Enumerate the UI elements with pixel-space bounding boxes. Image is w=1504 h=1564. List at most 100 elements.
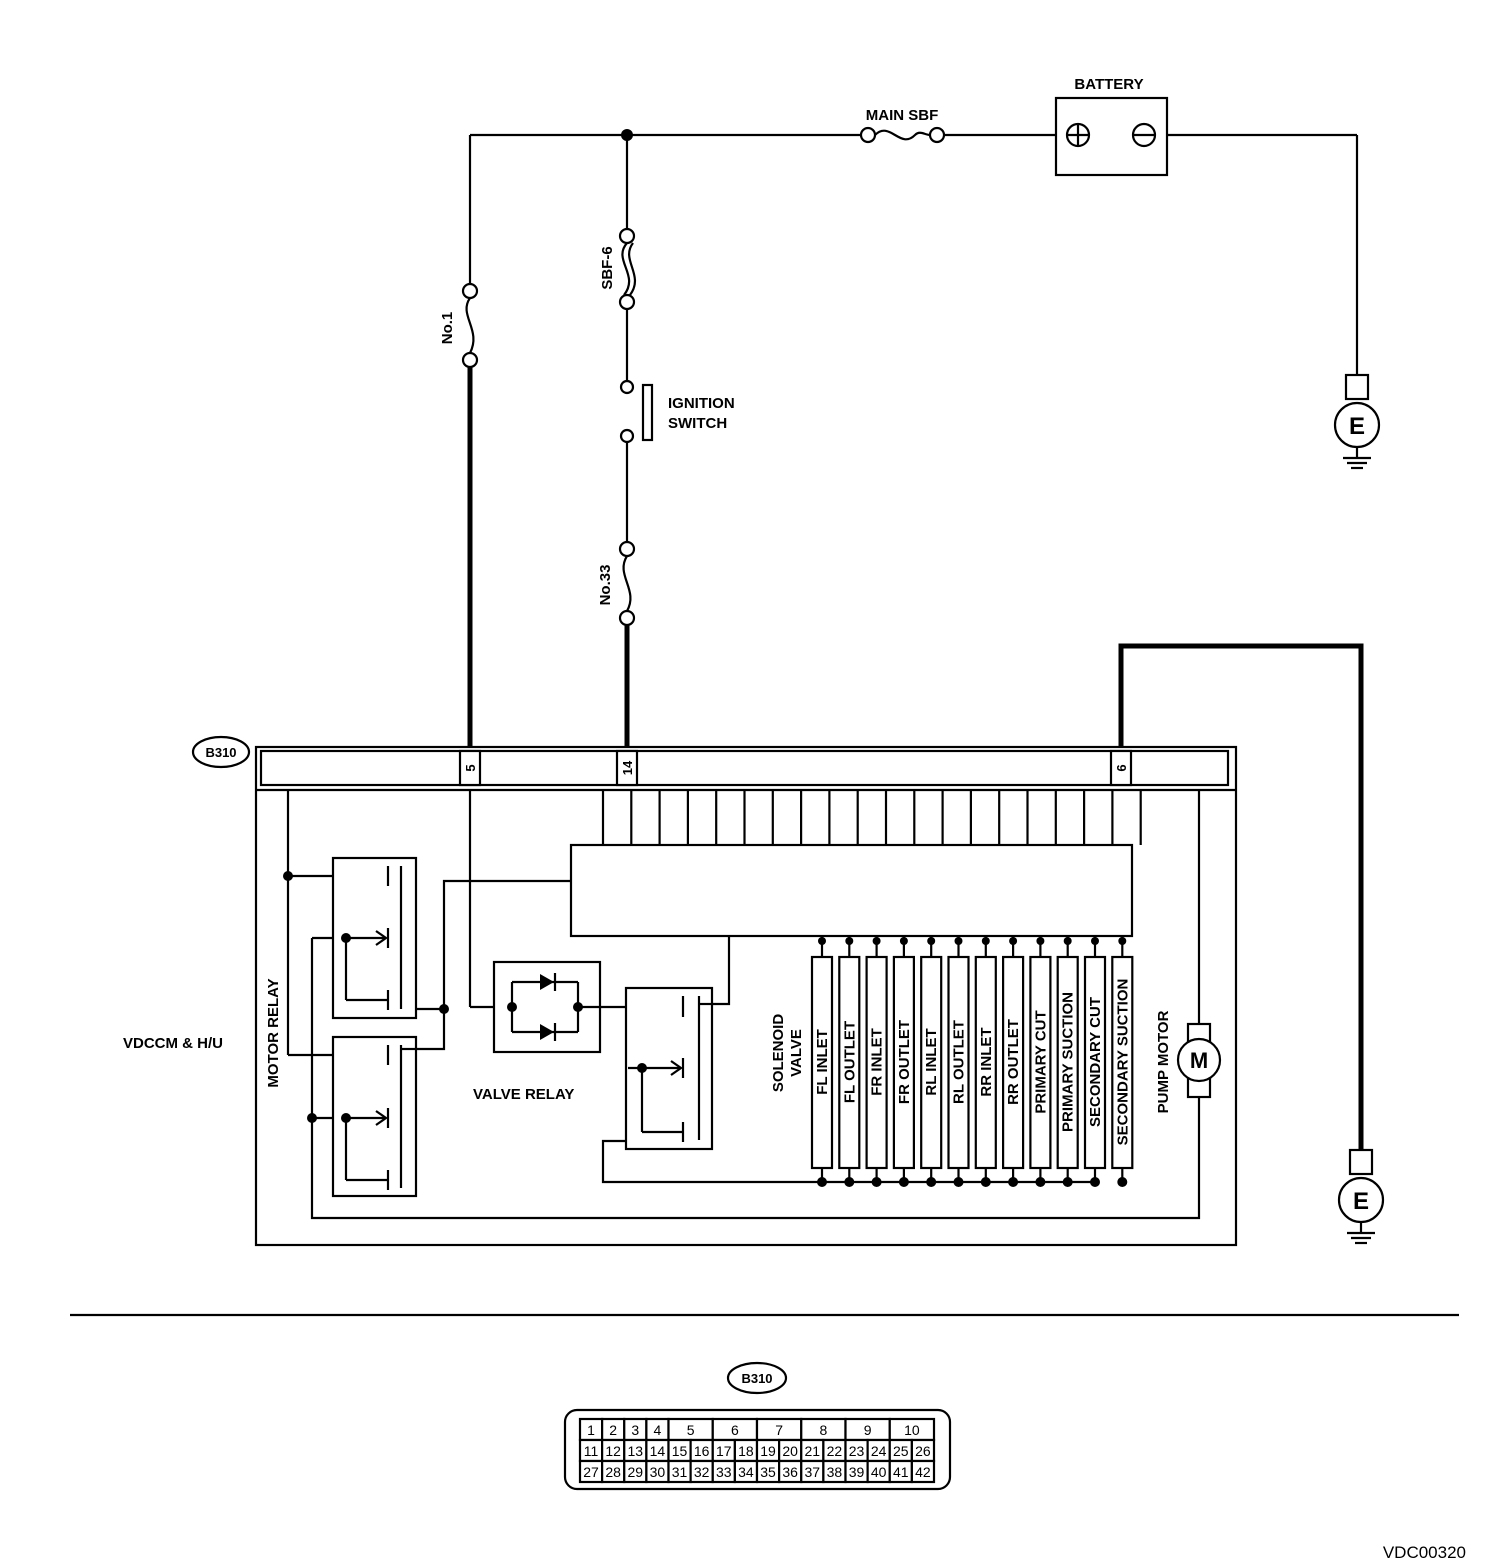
pin-6	[1109, 749, 1133, 787]
module-label: VDCCM & H/U	[123, 1035, 223, 1052]
solenoid-valves: FL INLET FL OUTLET FR INLET FR OUTLET RL INL…	[810, 936, 1134, 1187]
svg-text:34: 34	[738, 1464, 754, 1480]
svg-text:25: 25	[893, 1443, 909, 1459]
svg-text:5: 5	[687, 1422, 695, 1438]
svg-text:40: 40	[871, 1464, 887, 1480]
solenoid-fl-inlet: FL INLET	[810, 936, 834, 1187]
svg-text:15: 15	[672, 1443, 688, 1459]
svg-text:13: 13	[628, 1443, 644, 1459]
svg-text:5: 5	[463, 764, 478, 771]
motor-relay-label: MOTOR RELAY	[265, 978, 282, 1087]
svg-text:35: 35	[760, 1464, 776, 1480]
no1-fuse-label: No.1	[439, 312, 456, 345]
svg-text:29: 29	[628, 1464, 644, 1480]
ignition-label-1: IGNITION	[668, 395, 735, 412]
svg-text:37: 37	[805, 1464, 821, 1480]
svg-text:18: 18	[738, 1443, 754, 1459]
motor-relay: MOTOR RELAY	[265, 856, 418, 1198]
svg-text:4: 4	[654, 1422, 662, 1438]
solenoid-rl-outlet: RL OUTLET	[947, 936, 970, 1187]
valve-relay: VALVE RELAY	[473, 960, 714, 1151]
power-bus	[470, 129, 1359, 375]
ignition-label-2: SWITCH	[668, 415, 727, 432]
solenoid-label: RL OUTLET	[951, 1020, 968, 1104]
svg-text:7: 7	[775, 1422, 783, 1438]
svg-text:9: 9	[864, 1422, 872, 1438]
solenoid-label: FL INLET	[814, 1029, 831, 1095]
svg-text:22: 22	[827, 1443, 843, 1459]
diode-top	[540, 974, 554, 990]
valve-relay-label: VALVE RELAY	[473, 1086, 574, 1103]
battery-label: BATTERY	[1074, 76, 1143, 93]
branch-ignition: SBF-6 IGNITION SWITCH No.33	[597, 135, 735, 750]
solenoid-secondary-cut: SECONDARY CUT	[1083, 936, 1107, 1187]
svg-text:12: 12	[605, 1443, 621, 1459]
svg-text:1: 1	[587, 1422, 595, 1438]
svg-text:27: 27	[583, 1464, 599, 1480]
pin-5	[458, 749, 482, 787]
svg-text:38: 38	[827, 1464, 843, 1480]
svg-text:23: 23	[849, 1443, 865, 1459]
svg-text:14: 14	[650, 1443, 666, 1459]
connector-face-id: B310	[741, 1371, 772, 1386]
svg-text:26: 26	[915, 1443, 931, 1459]
diode-bottom	[540, 1024, 554, 1040]
svg-text:39: 39	[849, 1464, 865, 1480]
motor-symbol-label: M	[1190, 1048, 1208, 1073]
control-unit-box	[569, 843, 1134, 938]
svg-text:30: 30	[650, 1464, 666, 1480]
solenoid-fr-outlet: FR OUTLET	[892, 936, 916, 1187]
solenoid-label: FR OUTLET	[896, 1020, 913, 1104]
solenoid-rl-inlet: RL INLET	[920, 936, 943, 1187]
ecu-pins	[601, 790, 1142, 845]
svg-text:11: 11	[584, 1443, 599, 1459]
ground-battery: E	[1333, 373, 1381, 470]
svg-text:3: 3	[631, 1422, 639, 1438]
internal-wiring	[283, 790, 1201, 1220]
solenoid-label: RR INLET	[978, 1027, 995, 1096]
svg-text:E: E	[1353, 1188, 1369, 1215]
solenoid-label-1: SOLENOID	[770, 1014, 787, 1093]
svg-text:B310: B310	[205, 745, 236, 760]
solenoid-label: FL OUTLET	[841, 1021, 858, 1103]
svg-text:36: 36	[782, 1464, 798, 1480]
solenoid-rr-inlet: RR INLET	[974, 936, 997, 1187]
branch-no1: No.1	[439, 135, 479, 750]
solenoid-label: RL INLET	[923, 1028, 940, 1095]
svg-text:6: 6	[1114, 764, 1129, 771]
solenoid-primary-suction: PRIMARY SUCTION	[1056, 936, 1079, 1187]
ignition-switch-bar	[641, 383, 654, 442]
svg-text:28: 28	[605, 1464, 621, 1480]
pump-motor: M PUMP MOTOR	[1155, 1010, 1222, 1113]
solenoid-label: RR OUTLET	[1005, 1019, 1022, 1105]
b310-badge: B310	[191, 735, 251, 769]
svg-text:19: 19	[760, 1443, 776, 1459]
svg-text:21: 21	[805, 1443, 821, 1459]
svg-text:2: 2	[609, 1422, 617, 1438]
svg-text:10: 10	[904, 1422, 920, 1438]
pin-14	[615, 749, 639, 787]
solenoid-label: FR INLET	[869, 1028, 886, 1096]
svg-text:14: 14	[620, 760, 635, 775]
solenoid-label: SECONDARY CUT	[1087, 997, 1104, 1127]
sbf6-fuse-label: SBF-6	[599, 246, 616, 289]
svg-text:41: 41	[893, 1464, 909, 1480]
solenoid-label-2: VALVE	[788, 1029, 805, 1077]
solenoid-secondary-suction: SECONDARY SUCTION	[1111, 936, 1134, 1187]
svg-text:16: 16	[694, 1443, 710, 1459]
solenoid-label: SECONDARY SUCTION	[1114, 979, 1131, 1146]
branch-pump-ground: E	[1118, 643, 1385, 1245]
ground-symbol-label: E	[1349, 413, 1365, 440]
solenoid-fr-inlet: FR INLET	[865, 936, 888, 1187]
solenoid-rr-outlet: RR OUTLET	[1001, 936, 1025, 1187]
svg-text:33: 33	[716, 1464, 732, 1480]
svg-text:17: 17	[716, 1443, 732, 1459]
connector-pin	[910, 1459, 936, 1484]
ignition-contact-top	[619, 379, 635, 395]
main-sbf-label: MAIN SBF	[866, 107, 939, 124]
svg-text:6: 6	[731, 1422, 739, 1438]
solenoid-label: PRIMARY CUT	[1032, 1010, 1049, 1113]
main-sbf-fuse: MAIN SBF	[859, 107, 946, 144]
